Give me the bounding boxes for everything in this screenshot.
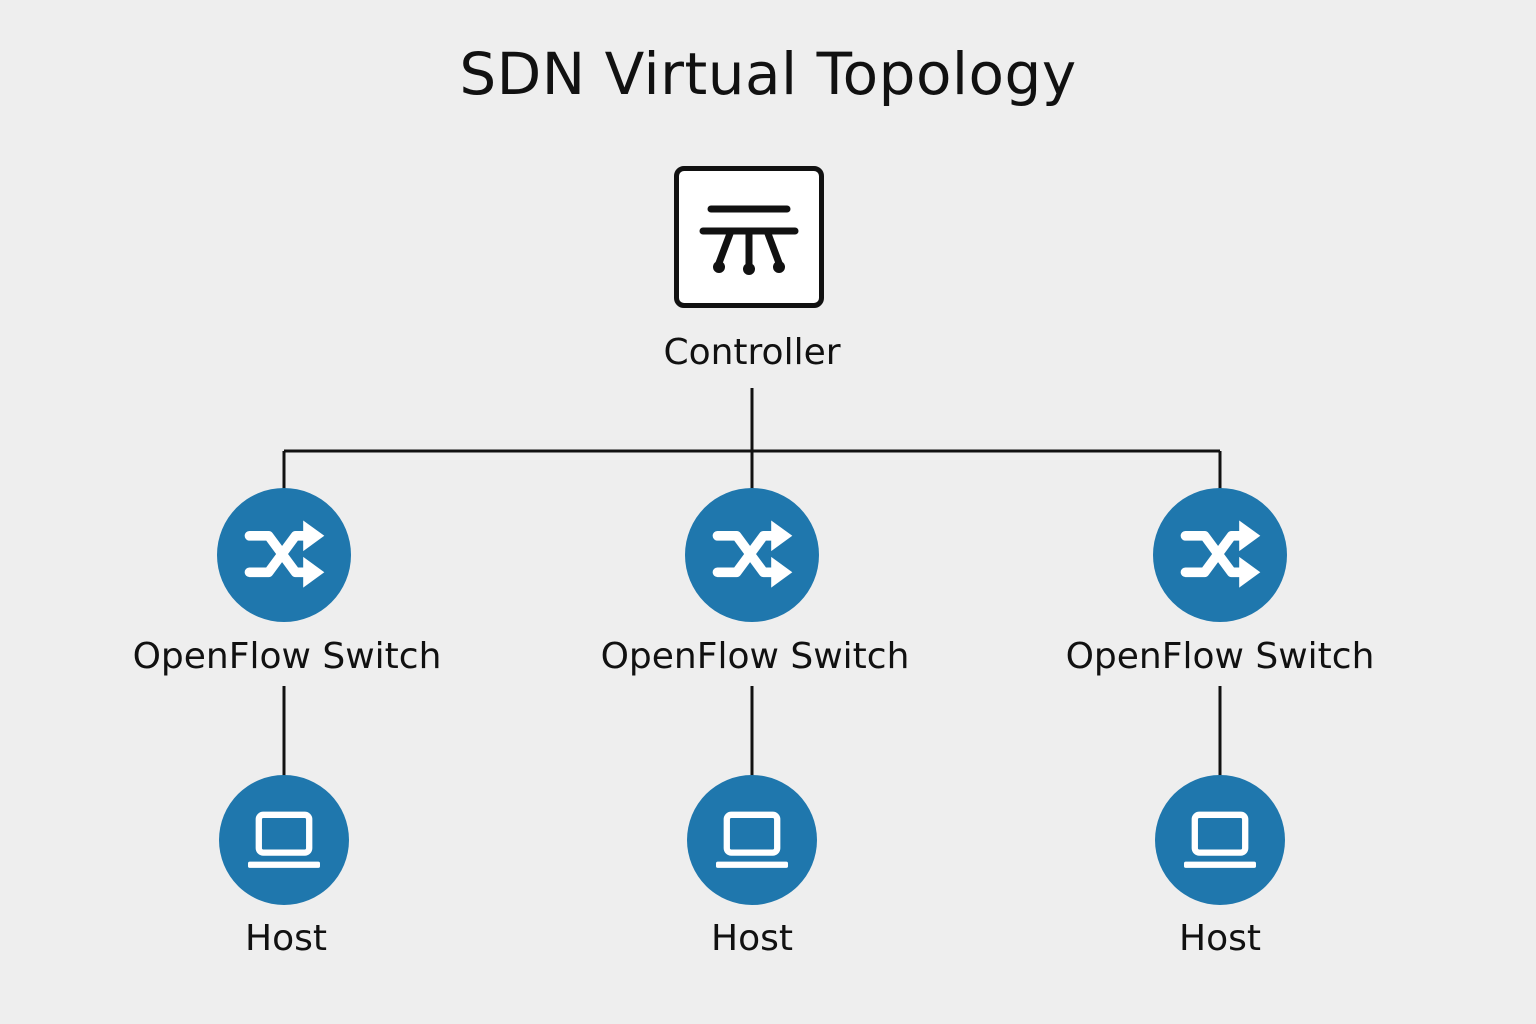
- controller-label: Controller: [663, 332, 841, 373]
- shuffle-arrows-icon: [1180, 520, 1261, 588]
- host-2-label: Host: [711, 918, 793, 959]
- laptop-icon: [248, 811, 320, 868]
- switch-2-label: OpenFlow Switch: [600, 636, 910, 677]
- switch-3-label: OpenFlow Switch: [1065, 636, 1375, 677]
- host-2[interactable]: [687, 775, 817, 905]
- openflow-switch-1[interactable]: [217, 488, 351, 622]
- host-3[interactable]: [1155, 775, 1285, 905]
- page-title: SDN Virtual Topology: [459, 40, 1077, 108]
- host-1-label: Host: [245, 918, 327, 959]
- host-3-label: Host: [1179, 918, 1261, 959]
- host-1[interactable]: [219, 775, 349, 905]
- openflow-switch-3[interactable]: [1153, 488, 1287, 622]
- switch-1-label: OpenFlow Switch: [132, 636, 442, 677]
- controller-node[interactable]: [674, 166, 824, 308]
- controller-hub-icon: [699, 205, 799, 275]
- laptop-icon: [1184, 811, 1256, 868]
- shuffle-arrows-icon: [712, 520, 793, 588]
- openflow-switch-2[interactable]: [685, 488, 819, 622]
- laptop-icon: [716, 811, 788, 868]
- shuffle-arrows-icon: [244, 520, 325, 588]
